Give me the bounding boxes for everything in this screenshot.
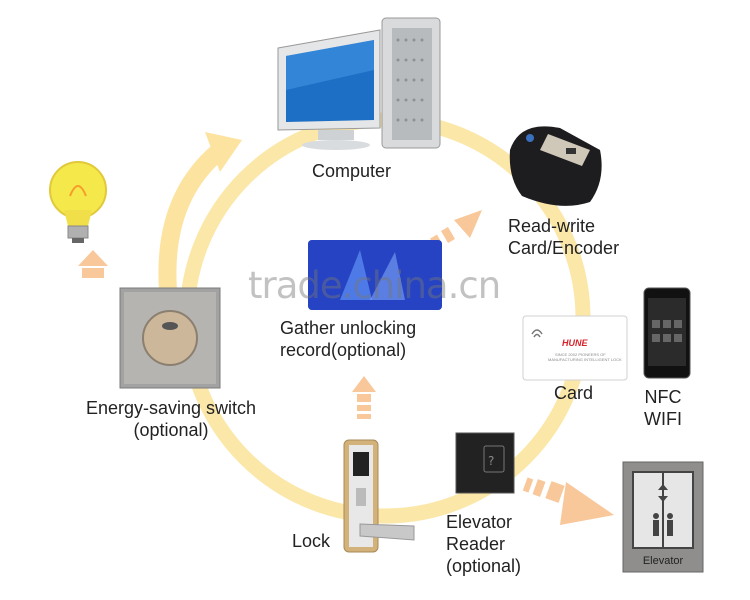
label-gather-line1: Gather unlocking	[280, 318, 417, 338]
label-gather: Gather unlocking record(optional)	[280, 317, 416, 361]
label-encoder: Read-write Card/Encoder	[508, 215, 619, 259]
card-tagline-2: MANUFACTURING INTELLIGENT LOCK	[548, 357, 622, 362]
label-elevator-reader-line1: Elevator	[446, 512, 513, 532]
arrow-to-bulb	[78, 250, 108, 278]
label-gather-line2: record(optional)	[280, 340, 407, 360]
door-lock-icon	[343, 439, 415, 553]
svg-text:?: ?	[488, 454, 494, 468]
card-brand: HUNE	[562, 338, 588, 348]
label-elevator-reader-line2: Reader	[446, 534, 506, 554]
arrow-to-computer	[158, 132, 242, 291]
label-nfc: NFC WIFI	[644, 386, 682, 430]
label-switch-line1: Energy-saving switch	[85, 398, 257, 418]
computer-icon	[277, 17, 441, 150]
label-lock: Lock	[292, 531, 331, 551]
elevator-sign-label: Elevator	[643, 555, 684, 567]
card-encoder-icon	[509, 126, 602, 206]
light-bulb-icon	[49, 161, 107, 243]
label-switch-line2: (optional)	[133, 420, 209, 440]
label-encoder-line1: Read-write	[508, 216, 596, 236]
watermark: trade.china.cn	[248, 264, 501, 307]
label-nfc-line1: NFC	[644, 387, 682, 407]
label-switch: Energy-saving switch (optional)	[70, 397, 272, 441]
energy-saving-switch-icon	[119, 287, 221, 389]
label-encoder-line2: Card/Encoder	[508, 238, 620, 258]
arrow-to-elevator	[522, 477, 614, 525]
label-elevator-reader-line3: (optional)	[446, 556, 522, 576]
label-computer: Computer	[312, 161, 392, 181]
hune-card-icon: HUNE SINCE 2002 PIONEERS OF MANUFACTURIN…	[522, 315, 628, 381]
card-tagline-1: SINCE 2002 PIONEERS OF	[555, 352, 606, 357]
gather-record-card-icon	[308, 240, 442, 310]
label-elevator-reader: Elevator Reader (optional)	[446, 511, 521, 577]
smartphone-icon	[643, 287, 691, 379]
arrow-up-from-lock	[352, 376, 376, 419]
elevator-reader-icon: ?	[455, 432, 515, 494]
label-nfc-line2: WIFI	[644, 409, 682, 429]
label-card: Card	[554, 383, 594, 403]
elevator-sign-icon: Elevator	[622, 461, 704, 573]
